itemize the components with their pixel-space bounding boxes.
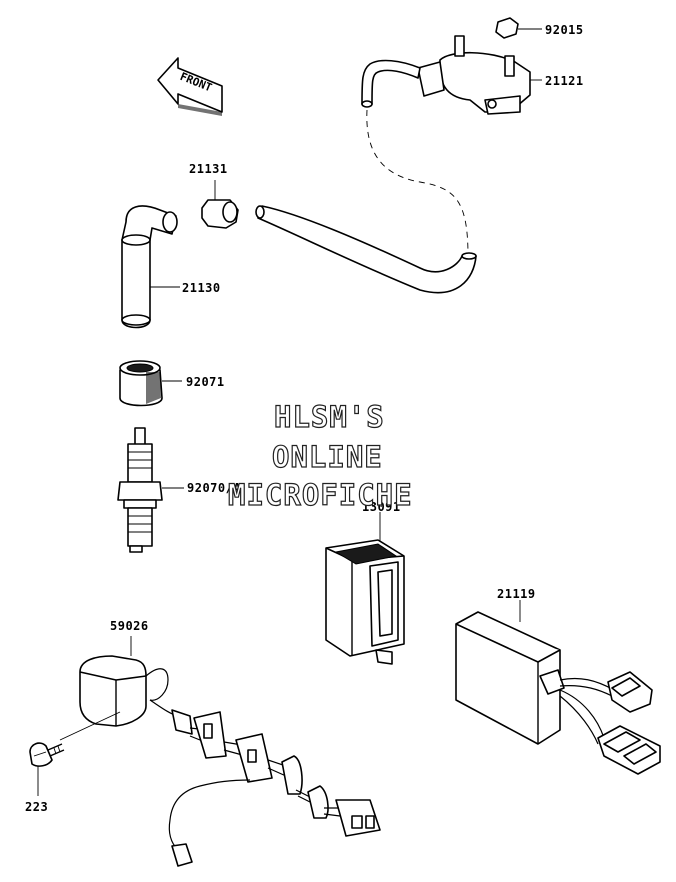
- part-label-223: 223: [25, 800, 49, 814]
- part-label-21130: 21130: [182, 281, 221, 295]
- front-arrow: FRONT: [157, 57, 223, 116]
- watermark-line-2: ONLINE: [271, 439, 383, 474]
- watermark-line-3: MICROFICHE: [227, 477, 413, 512]
- part-label-92071: 92071: [186, 375, 225, 389]
- part-label-21119: 21119: [497, 587, 536, 601]
- part-label-92015: 92015: [545, 23, 584, 37]
- coil-nut: [495, 17, 542, 39]
- spark-plug-cap: [121, 205, 180, 329]
- part-label-21131: 21131: [189, 162, 228, 176]
- part-label-13091: 13091: [362, 500, 401, 514]
- regulator: [79, 636, 381, 867]
- cdi-unit: [455, 600, 661, 775]
- watermark-line-1: HLSM'S: [273, 399, 385, 434]
- plug-boot: [119, 360, 182, 407]
- rubber-holder: [325, 512, 405, 665]
- grommet: [201, 180, 239, 229]
- spark-plug: [117, 427, 184, 553]
- part-label-59026: 59026: [110, 619, 149, 633]
- screw: [29, 711, 121, 796]
- high-tension-lead: [255, 59, 477, 294]
- ignition-coil: [417, 35, 531, 115]
- part-label-21121: 21121: [545, 74, 584, 88]
- part-label-92070: 92070/A: [187, 481, 242, 495]
